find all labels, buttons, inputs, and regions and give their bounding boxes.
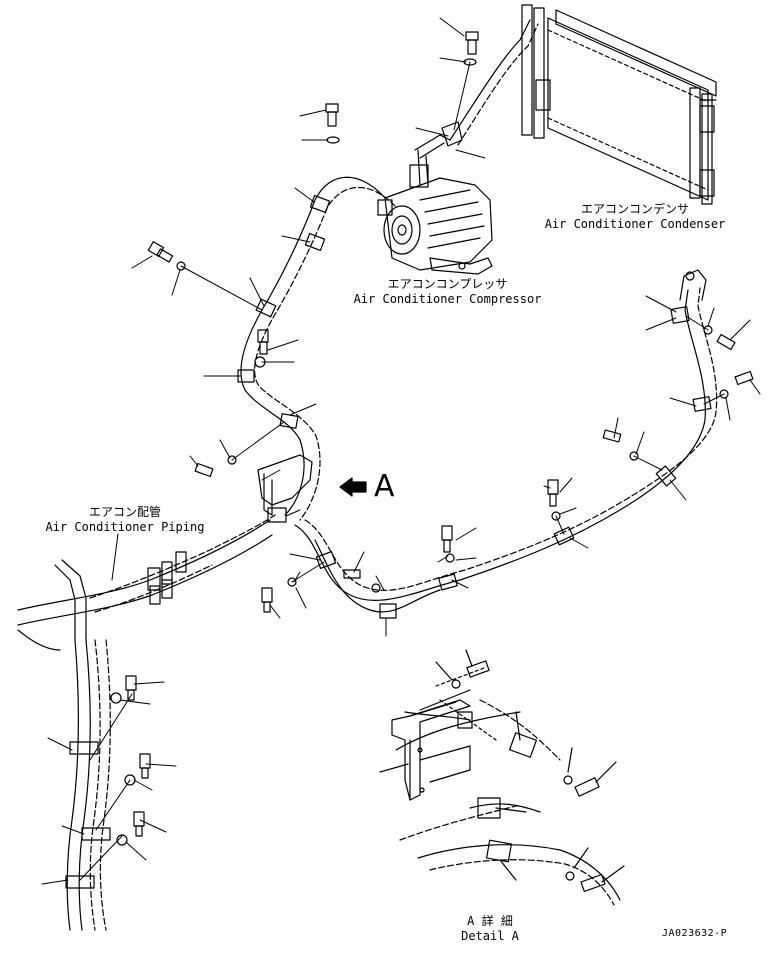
view-arrow-label: A — [374, 469, 395, 504]
detail-a-label: A 詳 細 Detail A — [450, 914, 530, 944]
detail-a-label-jp: A 詳 細 — [467, 914, 513, 928]
detail-a-label-en: Detail A — [461, 929, 519, 943]
compressor-label-jp: エアコンコンプレッサ — [387, 277, 508, 291]
detail-a — [379, 649, 625, 906]
compressor-label-en: Air Conditioner Compressor — [353, 292, 542, 306]
drawing-code: JA023632-P — [662, 928, 728, 939]
condenser-label: エアコンコンデンサ Air Conditioner Condenser — [540, 202, 730, 232]
compressor-label: エアコンコンプレッサ Air Conditioner Compressor — [345, 277, 550, 307]
condenser — [521, 4, 717, 205]
condenser-label-jp: エアコンコンデンサ — [580, 202, 689, 216]
piping-label-jp: エアコン配管 — [88, 505, 161, 519]
compressor — [377, 134, 493, 275]
piping-label: エアコン配管 Air Conditioner Piping — [40, 505, 210, 535]
piping-label-en: Air Conditioner Piping — [45, 520, 205, 534]
condenser-label-en: Air Conditioner Condenser — [544, 217, 726, 231]
